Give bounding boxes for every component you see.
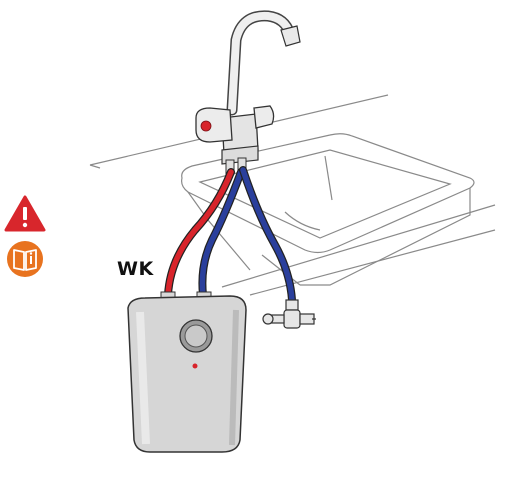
wk-label: WK [117,258,154,280]
instruction-manual-icon [7,241,43,277]
faucet [195,10,301,175]
water-heater [127,291,247,453]
sink-basin [181,133,475,286]
warning-triangle-icon [4,195,46,232]
angle-valve [262,299,316,329]
hoses [164,166,296,304]
